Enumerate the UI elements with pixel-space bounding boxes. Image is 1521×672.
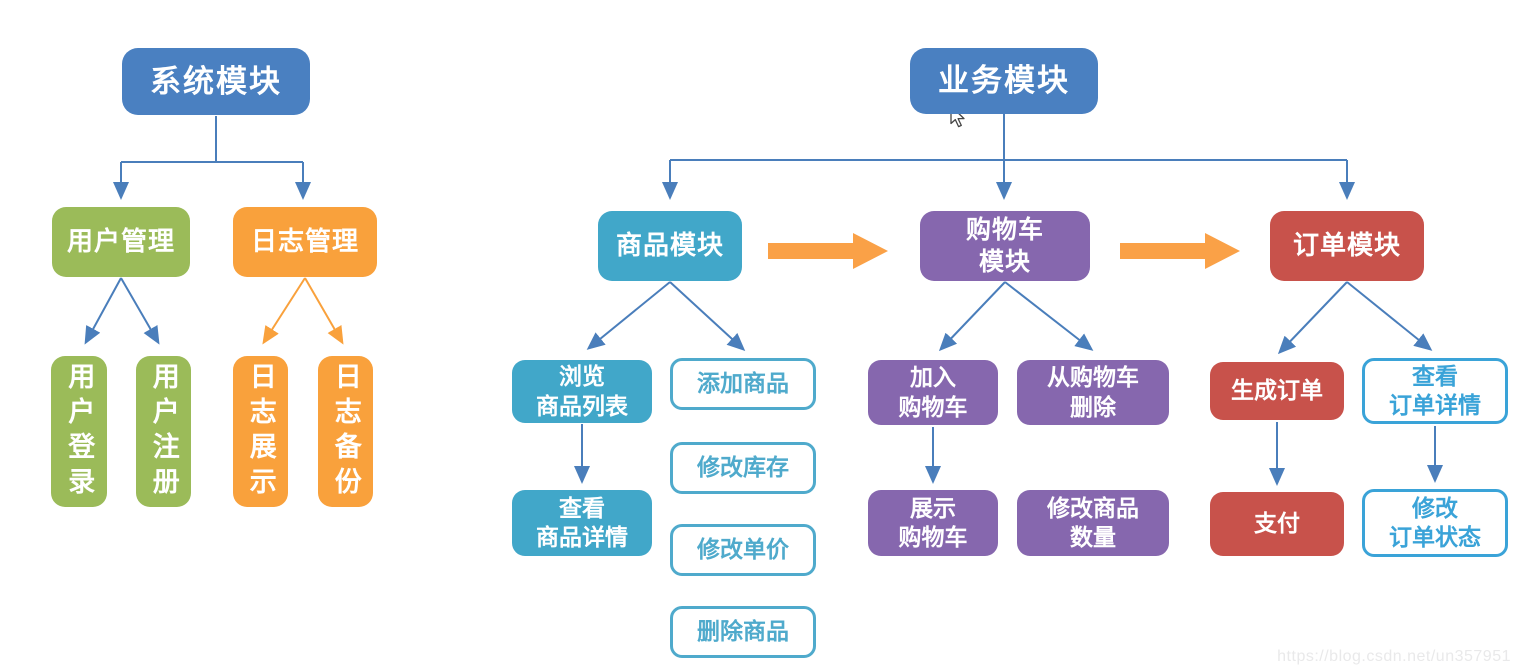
flow-arrow-product-to-cart-icon (768, 233, 888, 269)
node-modify-stock[interactable]: 修改库存 (670, 442, 816, 494)
node-user-register[interactable]: 用户注册 (136, 356, 191, 507)
node-add-to-cart[interactable]: 加入 购物车 (868, 360, 998, 425)
node-view-product-detail[interactable]: 查看 商品详情 (512, 490, 652, 556)
node-business-module[interactable]: 业务模块 (910, 48, 1098, 114)
connector-to-browse-list (586, 281, 671, 350)
connector-to-add-to-cart (938, 281, 1006, 352)
connector-to-user-login (84, 277, 122, 345)
connector-to-log-backup (304, 277, 344, 345)
flow-arrow-cart-to-order-icon (1120, 233, 1240, 269)
connector-to-user-register (120, 277, 160, 345)
node-pay[interactable]: 支付 (1210, 492, 1344, 556)
node-modify-quantity[interactable]: 修改商品 数量 (1017, 490, 1169, 556)
connector-system-split (121, 116, 303, 163)
node-modify-order-status[interactable]: 修改 订单状态 (1362, 489, 1508, 557)
node-modify-price[interactable]: 修改单价 (670, 524, 816, 576)
node-log-management[interactable]: 日志管理 (233, 207, 377, 277)
node-user-management[interactable]: 用户管理 (52, 207, 190, 277)
connector-to-log-display (262, 277, 306, 345)
node-delete-product[interactable]: 删除商品 (670, 606, 816, 658)
node-user-login[interactable]: 用户登录 (51, 356, 107, 507)
connector-business-split (670, 114, 1347, 161)
node-system-module[interactable]: 系统模块 (122, 48, 310, 115)
node-log-backup[interactable]: 日志备份 (318, 356, 373, 507)
connector-to-remove-cart (1004, 281, 1094, 351)
node-log-display[interactable]: 日志展示 (233, 356, 288, 507)
node-product-module[interactable]: 商品模块 (598, 211, 742, 281)
node-show-cart[interactable]: 展示 购物车 (868, 490, 998, 556)
connector-to-create-order (1277, 281, 1348, 355)
node-view-order-detail[interactable]: 查看 订单详情 (1362, 358, 1508, 424)
node-remove-from-cart[interactable]: 从购物车 删除 (1017, 360, 1169, 425)
watermark: https://blog.csdn.net/un357951 (1277, 648, 1511, 665)
node-add-product[interactable]: 添加商品 (670, 358, 816, 410)
node-browse-product-list[interactable]: 浏览 商品列表 (512, 360, 652, 423)
node-cart-module[interactable]: 购物车 模块 (920, 211, 1090, 281)
node-order-module[interactable]: 订单模块 (1270, 211, 1424, 281)
connector-to-add-product (669, 281, 746, 352)
node-create-order[interactable]: 生成订单 (1210, 362, 1344, 420)
connector-to-view-order (1346, 281, 1433, 351)
